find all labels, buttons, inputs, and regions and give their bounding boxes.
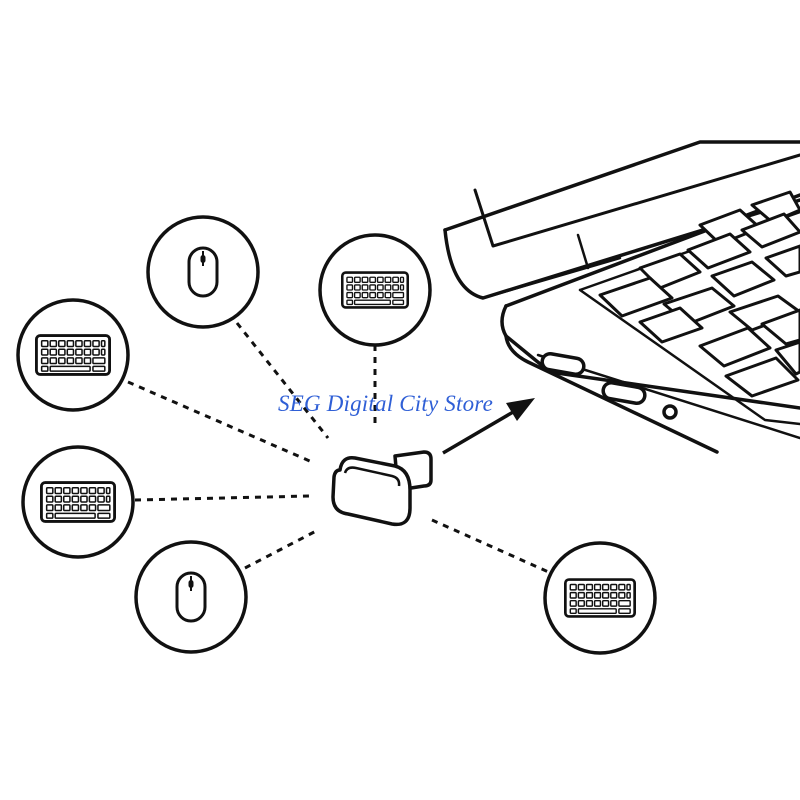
laptop-ports bbox=[540, 351, 678, 420]
keyboard-icon bbox=[35, 334, 111, 376]
device-keyboard-left-lower bbox=[21, 445, 135, 559]
usb-c-receiver-icon bbox=[331, 450, 433, 527]
arrow-up-right-icon bbox=[442, 398, 535, 455]
device-keyboard-top bbox=[318, 233, 432, 347]
audio-jack-icon bbox=[662, 404, 678, 420]
keyboard-icon bbox=[40, 481, 116, 523]
keyboard-icon bbox=[341, 271, 409, 309]
connection-line bbox=[235, 322, 330, 439]
mouse-icon bbox=[175, 571, 207, 623]
laptop-icon bbox=[443, 140, 800, 454]
connection-line bbox=[134, 494, 311, 502]
device-keyboard-left-upper bbox=[16, 298, 130, 412]
connection-line bbox=[244, 528, 319, 570]
device-keyboard-right bbox=[543, 541, 657, 655]
device-mouse-bottom bbox=[134, 540, 248, 654]
usb-c-port-icon bbox=[540, 351, 586, 377]
device-mouse-top bbox=[146, 215, 260, 329]
connection-lines bbox=[127, 322, 554, 576]
connection-line bbox=[431, 518, 554, 576]
keyboard-icon bbox=[564, 578, 636, 618]
usb-c-port-icon bbox=[601, 380, 647, 406]
mouse-icon bbox=[187, 246, 219, 298]
store-watermark: SEG Digital City Store bbox=[278, 391, 494, 416]
connection-line bbox=[127, 380, 313, 464]
laptop-keys bbox=[598, 190, 800, 398]
